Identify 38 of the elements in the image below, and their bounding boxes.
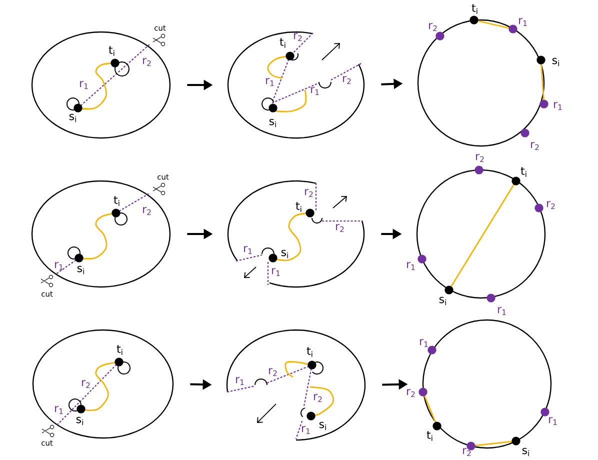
- point-label: r$_{1}$: [55, 406, 63, 414]
- point-label: t$_{i}$: [108, 46, 114, 56]
- point-label: s$_{i}$: [281, 250, 288, 258]
- point-label: r$_{2}$: [294, 32, 302, 42]
- point-label: r$_{1}$: [80, 81, 88, 89]
- point-label: r$_{1}$: [244, 246, 252, 254]
- point-label: r$_{1}$: [302, 426, 310, 434]
- point-label: r$_{2}$: [143, 58, 151, 66]
- point-label: r$_{2}$: [305, 188, 313, 198]
- point-label: r$_{1}$: [55, 262, 63, 270]
- point-label: s$_{i}$: [69, 114, 76, 122]
- point-label: s$_{i}$: [552, 58, 559, 66]
- point-label: r$_{1}$: [266, 78, 274, 86]
- point-label: t$_{i}$: [472, 4, 478, 14]
- point-label: s$_{i}$: [319, 422, 326, 430]
- point-label: r$_{1}$: [311, 87, 319, 95]
- point-label: t$_{i}$: [296, 202, 302, 212]
- point-label: t$_{i}$: [280, 38, 286, 48]
- point-label: r$_{2}$: [269, 368, 277, 376]
- point-label: r$_{1}$: [554, 102, 562, 110]
- point-label: s$_{i}$: [269, 118, 276, 128]
- point-label: t$_{i}$: [116, 345, 122, 355]
- point-label: s$_{i}$: [77, 266, 84, 274]
- point-label: r$_{2}$: [336, 224, 344, 232]
- point-label: r$_{2}$: [82, 380, 90, 388]
- point-label: r$_{2}$: [476, 154, 484, 162]
- point-label: r$_{2}$: [407, 388, 415, 398]
- point-label: r$_{1}$: [236, 377, 244, 385]
- point-label: r$_{2}$: [143, 206, 151, 216]
- point-label: r$_{2}$: [343, 76, 351, 84]
- point-label: t$_{i}$: [114, 196, 120, 206]
- point-label: r$_{1}$: [272, 268, 280, 276]
- point-label: r$_{2}$: [314, 394, 322, 402]
- point-label: s$_{i}$: [76, 416, 83, 426]
- point-label: t$_{i}$: [306, 347, 312, 357]
- point-label: r$_{1}$: [498, 307, 506, 315]
- point-label: r$_{2}$: [547, 200, 555, 210]
- point-label: r$_{1}$: [407, 262, 415, 270]
